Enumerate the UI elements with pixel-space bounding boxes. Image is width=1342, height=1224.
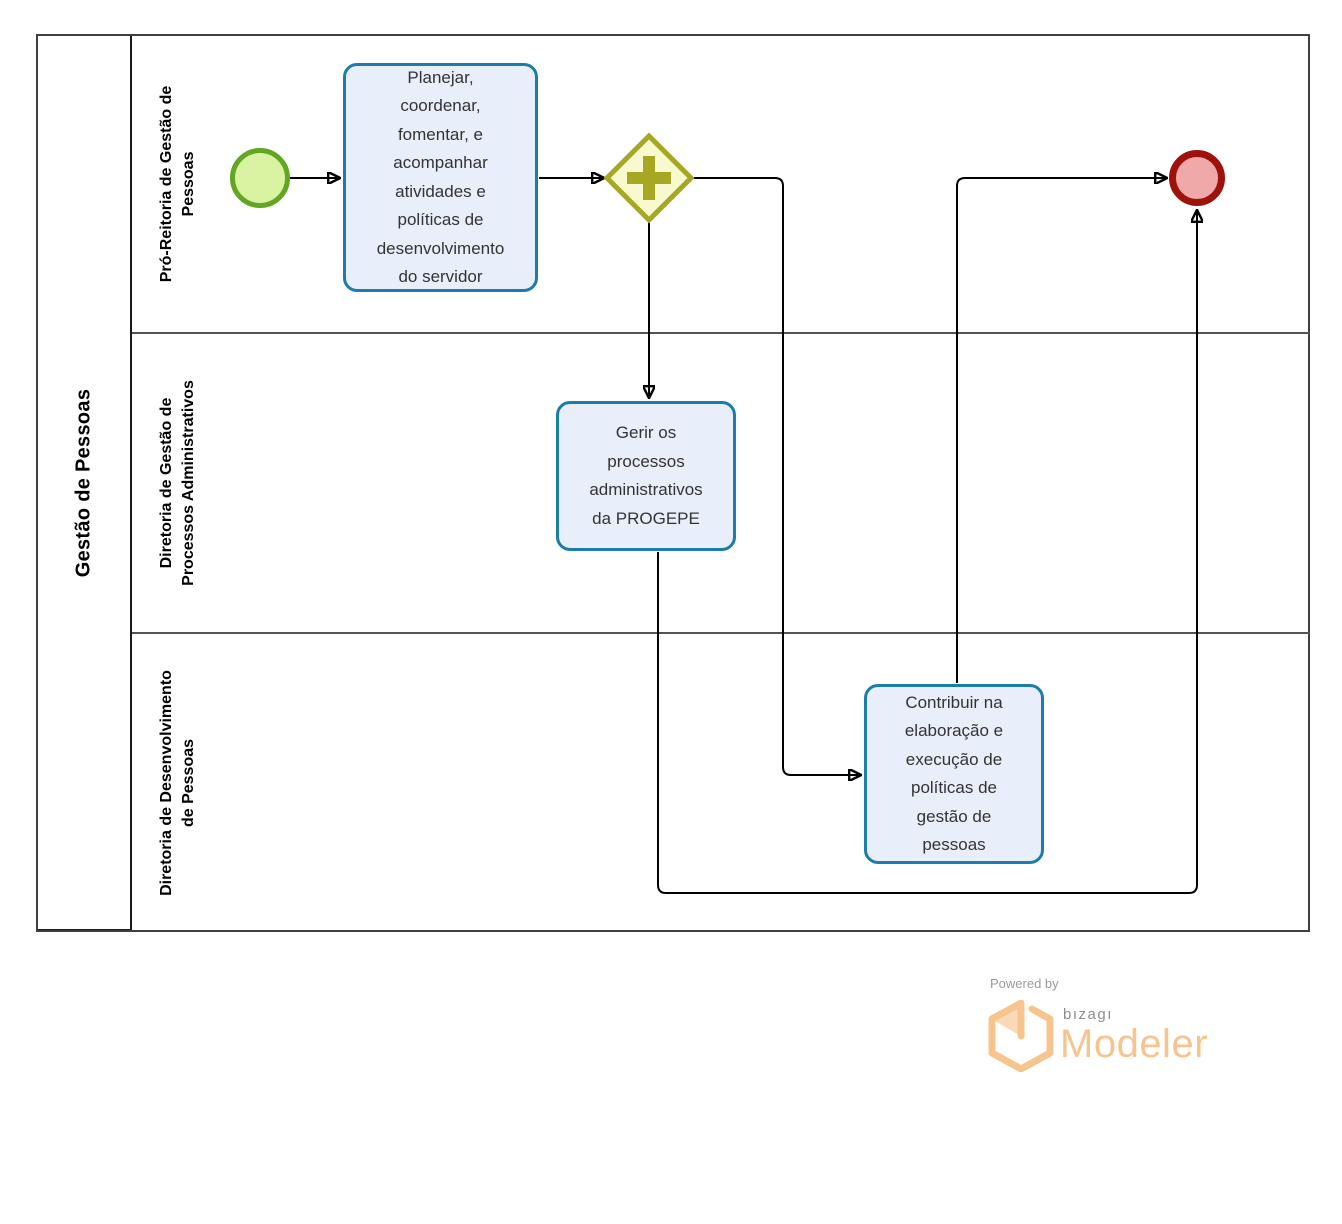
task-label: Contribuir na elaboração e execução de p… <box>904 692 1004 855</box>
task-contribuir[interactable]: Contribuir na elaboração e execução de p… <box>864 684 1044 864</box>
pool-header: Gestão de Pessoas <box>38 36 132 930</box>
task-label: Planejar, coordenar, fomentar, e acompan… <box>376 67 505 287</box>
task-gerir[interactable]: Gerir os processos administrativos da PR… <box>556 401 736 551</box>
parallel-gateway[interactable] <box>601 130 697 226</box>
modeler-wordmark: Modeler <box>1060 1022 1209 1066</box>
powered-by-label: Powered by <box>990 976 1059 991</box>
lane-label: Pró-Reitoria de Gestão de Pessoas <box>158 85 197 283</box>
parallel-gateway-plus-icon <box>627 156 671 200</box>
start-event[interactable] <box>230 148 290 208</box>
lane-label: Diretoria de Desenvolvimento de Pessoas <box>158 670 197 896</box>
lane-diretoria-desenvolvimento: Diretoria de Desenvolvimento de Pessoas <box>132 634 1310 932</box>
lane-pro-reitoria: Pró-Reitoria de Gestão de Pessoas <box>132 36 1310 334</box>
bizagi-logo-icon <box>988 1000 1054 1072</box>
bizagi-wordmark: bızagı <box>1063 1006 1113 1023</box>
task-planejar[interactable]: Planejar, coordenar, fomentar, e acompan… <box>343 63 538 292</box>
task-label: Gerir os processos administrativos da PR… <box>589 423 703 528</box>
lane-label: Diretoria de Gestão de Processos Adminis… <box>158 380 197 586</box>
end-event[interactable] <box>1169 150 1225 206</box>
pool-title: Gestão de Pessoas <box>72 388 95 577</box>
